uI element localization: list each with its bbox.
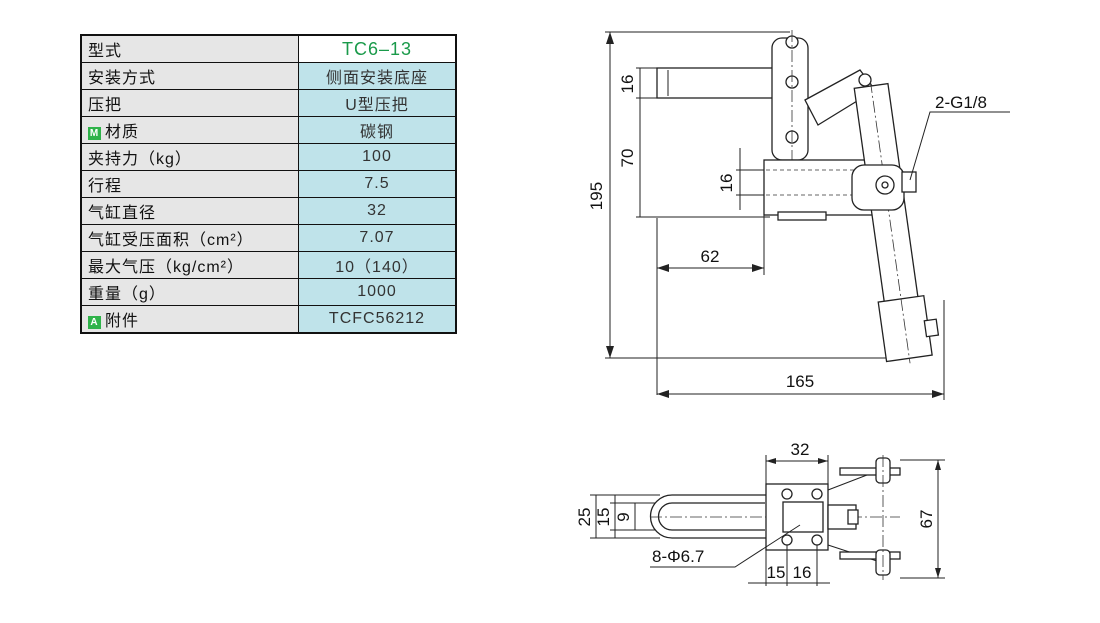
spec-key: 安装方式 (80, 62, 299, 90)
spec-key: 重量（g） (80, 278, 299, 306)
hole-label: 8-Φ6.7 (652, 547, 704, 566)
dim-70: 70 (618, 149, 637, 168)
arrow-icon (752, 264, 764, 272)
dim-15-bottom: 15 (767, 563, 786, 582)
spec-key-label: 附件 (105, 313, 140, 330)
dim-16-bottom: 16 (793, 563, 812, 582)
spec-key-label: 气缸受压面积（cm²） (88, 232, 254, 249)
mount-hole-icon (781, 488, 793, 500)
hole-leader (650, 524, 801, 568)
dim-25: 25 (575, 508, 594, 527)
rear-port (923, 318, 940, 338)
arrow-icon (935, 460, 941, 470)
spec-key-label: 气缸直径 (88, 205, 157, 222)
spec-key-label: 压把 (88, 97, 123, 114)
spec-key-label: 夹持力（kg） (88, 151, 192, 168)
clamp-arm (656, 67, 780, 99)
dim-16-mid: 16 (717, 174, 736, 193)
spec-key: 最大气压（kg/cm²） (80, 251, 299, 279)
arrow-icon (657, 390, 669, 398)
spec-value: 32 (298, 197, 457, 225)
spec-row: 重量（g） 1000 (80, 278, 457, 306)
spec-key: 行程 (80, 170, 299, 198)
side-view: 195 16 70 16 62 165 (587, 30, 1010, 400)
rod-nut (847, 509, 859, 525)
spec-key-label: 重量（g） (88, 286, 166, 303)
badge-icon: M (88, 127, 101, 140)
spec-row: 压把 U型压把 (80, 89, 457, 117)
spec-key-label: 最大气压（kg/cm²） (88, 259, 245, 276)
pivot-pin-icon (881, 181, 889, 189)
spec-value: U型压把 (298, 89, 457, 117)
spec-key: A 附件 (80, 305, 299, 334)
spec-value: 7.5 (298, 170, 457, 198)
dim-195: 195 (587, 182, 606, 210)
arrow-icon (935, 568, 941, 578)
spec-value: 1000 (298, 278, 457, 306)
top-view: 32 67 25 15 9 (575, 440, 945, 586)
dim-9: 9 (614, 512, 633, 521)
base-foot (777, 211, 827, 221)
spec-row: 安装方式 侧面安装底座 (80, 62, 457, 90)
spec-value: 10（140） (298, 251, 457, 279)
dim-62: 62 (701, 247, 720, 266)
link-block (782, 501, 824, 533)
dim-16-top: 16 (618, 75, 637, 94)
spec-row: A 附件 TCFC56212 (80, 305, 457, 334)
spec-value: TC6–13 (298, 34, 457, 63)
mount-hole-icon (811, 534, 823, 546)
spec-key: 压把 (80, 89, 299, 117)
front-port (901, 171, 917, 193)
arrow-icon (606, 346, 614, 358)
arrow-icon (932, 390, 944, 398)
spec-row: 气缸直径 32 (80, 197, 457, 225)
spec-row: 行程 7.5 (80, 170, 457, 198)
arrow-icon (818, 458, 828, 464)
mount-hole-icon (781, 534, 793, 546)
spec-value: TCFC56212 (298, 305, 457, 334)
cylinder-axis (869, 80, 911, 364)
dim-67: 67 (917, 510, 936, 529)
arrow-icon (766, 458, 776, 464)
badge-icon: A (88, 316, 101, 329)
spec-key-label: 行程 (88, 178, 123, 195)
spec-key-label: 材质 (105, 124, 140, 141)
bracket-bar (839, 467, 901, 476)
spec-value: 100 (298, 143, 457, 171)
dim-32: 32 (791, 440, 810, 459)
spec-value: 侧面安装底座 (298, 62, 457, 90)
spec-key: 夹持力（kg） (80, 143, 299, 171)
dim-165: 165 (786, 372, 814, 391)
u-handle-slot (657, 502, 765, 531)
pivot-icon (858, 73, 872, 87)
spec-row: 最大气压（kg/cm²） 10（140） (80, 251, 457, 279)
bracket-bar (839, 551, 901, 560)
spec-key: M 材质 (80, 116, 299, 144)
dim-15: 15 (594, 508, 613, 527)
spec-key: 气缸受压面积（cm²） (80, 224, 299, 252)
spec-key-label: 安装方式 (88, 70, 157, 87)
spec-row: 夹持力（kg） 100 (80, 143, 457, 171)
spec-key: 气缸直径 (80, 197, 299, 225)
port-label: 2-G1/8 (935, 93, 987, 112)
arrow-icon (606, 32, 614, 44)
port-leader (909, 111, 1010, 181)
arrow-icon (657, 264, 669, 272)
mount-hole-icon (811, 488, 823, 500)
